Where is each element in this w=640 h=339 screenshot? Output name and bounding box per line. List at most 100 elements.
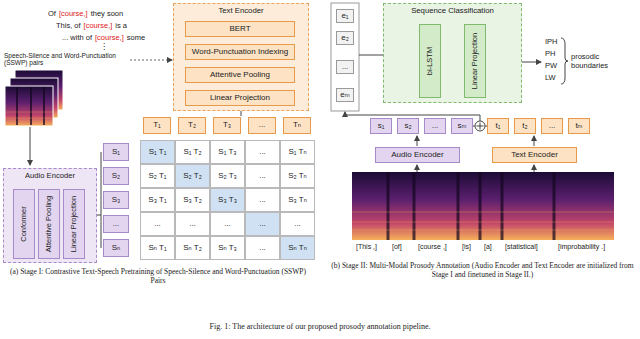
box-label: ...	[549, 122, 556, 131]
encoder-layer: Conformer	[13, 189, 35, 259]
silence-stripes	[17, 87, 44, 125]
encoder-layer: Linear Projection	[185, 90, 295, 106]
word-label: [of]	[392, 243, 402, 251]
classifier-layer: bi-LSTM	[419, 24, 441, 98]
text-embedding: T₂	[178, 117, 206, 134]
similarity-cell: S₁ T₁	[140, 140, 175, 164]
word-label: [is]	[462, 243, 471, 251]
box-label: S₃	[112, 196, 121, 205]
word-label: [This ,]	[356, 243, 377, 251]
similarity-cell: S₂ T₃	[210, 164, 245, 188]
text-embedding: t₂	[514, 118, 536, 134]
speech-embedding: sₘ	[451, 118, 473, 134]
speech-embedding: ...	[103, 215, 129, 233]
text-embedding: t₁	[487, 118, 509, 134]
sample-word: Of	[48, 9, 56, 18]
box-label: ...	[342, 63, 349, 72]
similarity-cell: ...	[245, 188, 280, 212]
text-encoder-block: Text EncoderBERT Word-Punctuation Indexin…	[173, 3, 309, 111]
box-label: s₂	[404, 122, 411, 131]
encoder-layer: BERT	[185, 21, 295, 37]
box-label: e₂	[341, 34, 349, 43]
input-arrow	[30, 127, 31, 165]
box-label: Word-Punctuation Indexing	[192, 48, 288, 57]
box-label: S₂	[112, 172, 120, 181]
box-label: eₘ	[340, 91, 349, 100]
sample-word: ... with of	[62, 33, 92, 42]
fused-embedding: e₂	[336, 31, 354, 45]
classifier-layer: Linear Projection	[464, 24, 486, 98]
box-label: Attentive Pooling	[45, 196, 53, 252]
similarity-cell: Sₙ T₁	[140, 236, 175, 260]
speech-embedding: S₃	[103, 191, 129, 209]
block-heading: Audio Encoder	[4, 172, 96, 180]
box-label: Sₙ	[112, 244, 121, 253]
text-sample: This, of[course,]is a	[56, 22, 130, 30]
spectrogram	[5, 86, 53, 126]
text-embedding: tₘ	[568, 118, 590, 134]
text-sample: ... with of[course,]some	[62, 34, 148, 42]
sample-word: some	[127, 33, 145, 42]
fused-embedding: e₁	[336, 9, 354, 23]
classifier-block: Sequence Classificationbi-LSTMLinear Pro…	[383, 3, 522, 103]
block-heading: Text Encoder	[174, 7, 308, 16]
wire	[534, 165, 535, 172]
sample-word: they soon	[91, 9, 124, 18]
boundary-class: PH	[545, 50, 555, 59]
similarity-cell: S₁ Tₙ	[280, 140, 315, 164]
formant-bands	[352, 212, 614, 230]
similarity-cell: S₃ T₃	[210, 188, 245, 212]
box-label: Linear Projection	[210, 94, 270, 103]
word-label: [course ,]	[418, 243, 447, 251]
encoder-layer: Linear Projection	[63, 189, 85, 259]
similarity-cell: ...	[140, 212, 175, 236]
similarity-cell: ...	[245, 212, 280, 236]
similarity-cell: S₃ T₂	[175, 188, 210, 212]
similarity-cell: S₂ T₁	[140, 164, 175, 188]
similarity-cell: S₂ Tₙ	[280, 164, 315, 188]
wire	[417, 165, 418, 172]
fused-embedding: eₘ	[336, 88, 354, 102]
box-label: bi-LSTM	[426, 47, 434, 75]
word-label: [statistical]	[505, 243, 538, 251]
text-embedding: Tₙ	[283, 117, 311, 134]
encoder-layer: Word-Punctuation Indexing	[185, 44, 295, 60]
box-label: sₘ	[458, 122, 467, 131]
word-label: [improbability .]	[558, 243, 605, 251]
box-label: ...	[432, 122, 439, 131]
similarity-cell: S₃ Tₙ	[280, 188, 315, 212]
similarity-cell: ...	[210, 212, 245, 236]
encoder-layer: Attentive Pooling	[185, 67, 295, 83]
box-label: Audio Encoder	[391, 151, 443, 160]
box-label: T₃	[223, 121, 231, 130]
box-label: T₂	[188, 121, 196, 130]
boundary-class: LW	[545, 74, 556, 83]
box-label: Attentive Pooling	[210, 71, 270, 80]
text-embedding: ...	[541, 118, 563, 134]
audio-encoder-block: Audio EncoderConformer Attentive Pooling L…	[3, 168, 97, 263]
pair-label: Speech-Silence and Word-Punctuation (SSW…	[4, 52, 129, 67]
speech-embedding: s₁	[370, 118, 392, 134]
box-label: tₘ	[575, 122, 582, 131]
formant-bands	[5, 112, 53, 118]
embedding-frame	[331, 3, 359, 111]
sample-word: [course,]	[84, 21, 113, 30]
sample-word: This, of	[56, 21, 81, 30]
box-label: t₁	[496, 122, 501, 131]
subfigure-caption: (a) Stage I: Contrastive Text-Speech Pre…	[8, 268, 308, 285]
sample-word: [course,]	[59, 9, 88, 18]
text-embedding: T₃	[213, 117, 241, 134]
output-label: prosodic boundaries	[571, 53, 633, 70]
text-embedding: ...	[248, 117, 276, 134]
box-label: Linear Projection	[70, 196, 78, 252]
box-label: Tₙ	[293, 121, 301, 130]
concat-symbol	[475, 121, 485, 131]
box-label: s₁	[378, 122, 385, 131]
similarity-cell: ...	[245, 236, 280, 260]
boundary-class: PW	[545, 62, 557, 71]
similarity-cell: S₁ T₂	[175, 140, 210, 164]
ellipsis: ⋮	[100, 42, 108, 51]
similarity-cell: Sₙ Tₙ	[280, 236, 315, 260]
wire	[417, 136, 418, 146]
speech-embedding: S₁	[103, 143, 129, 161]
